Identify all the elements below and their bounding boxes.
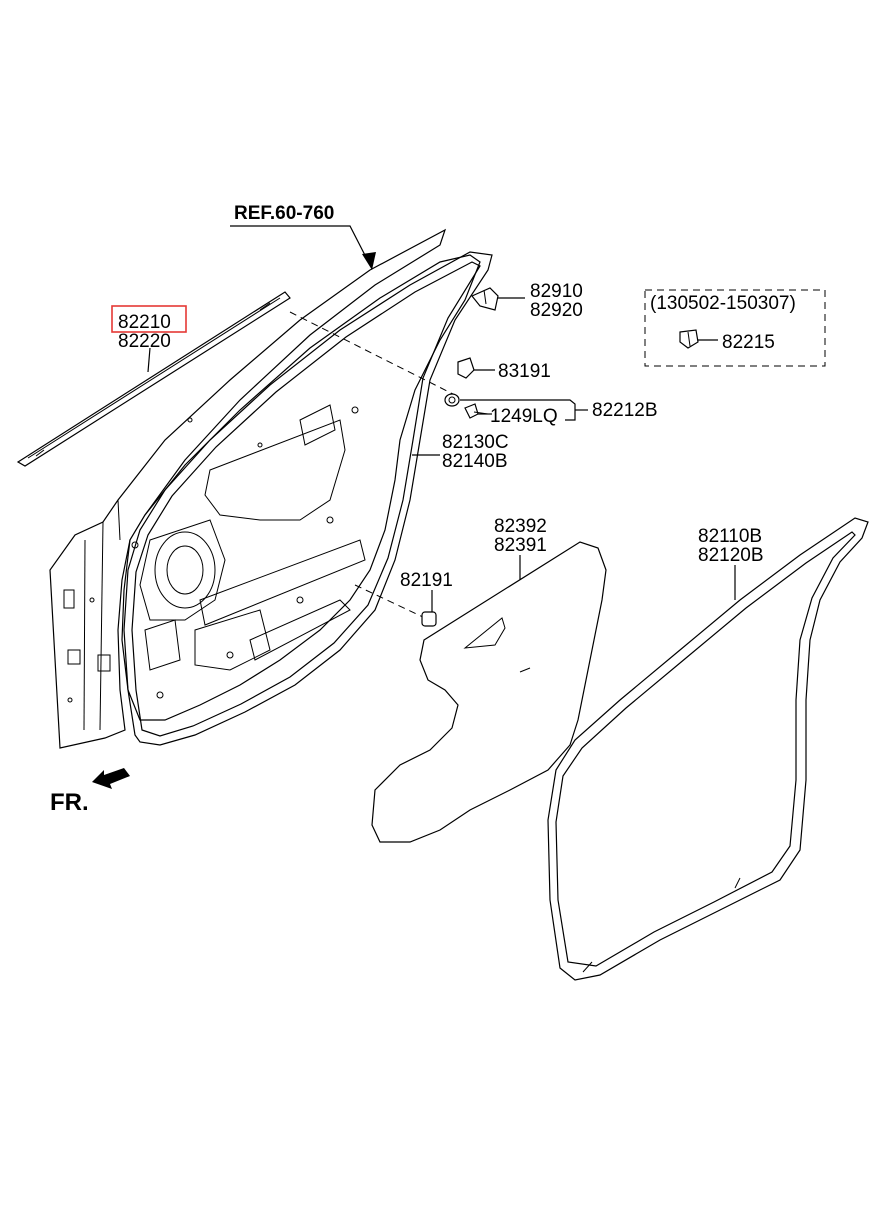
- belt-moulding-strip: [16, 291, 291, 467]
- part-number-82212B[interactable]: 82212B: [592, 400, 658, 421]
- highlight-box: [111, 305, 187, 333]
- door-inner-panel: [49, 228, 481, 749]
- part-number-82130C[interactable]: 82130C: [442, 432, 509, 453]
- clip-82191: [421, 611, 437, 627]
- door-side-weatherstrip: [123, 251, 493, 746]
- part-number-82910[interactable]: 82910: [530, 281, 583, 302]
- part-number-82391[interactable]: 82391: [494, 535, 547, 556]
- clip-83191: [457, 357, 475, 379]
- date-range-label: (130502-150307): [650, 293, 796, 314]
- leader-lines: [147, 225, 736, 612]
- body-weatherstrip: [547, 517, 869, 981]
- leader-dashes: [289, 311, 456, 619]
- part-number-82392[interactable]: 82392: [494, 516, 547, 537]
- part-number-82215[interactable]: 82215: [722, 332, 775, 353]
- part-number-1249LQ[interactable]: 1249LQ: [490, 406, 558, 427]
- grommet-82212B: [444, 393, 460, 407]
- part-number-82220[interactable]: 82220: [118, 331, 171, 352]
- clip-82215: [679, 329, 699, 349]
- sealing-cover: [371, 541, 607, 843]
- front-arrow-icon: [92, 768, 130, 789]
- ref-label: REF.60-760: [234, 203, 334, 224]
- part-number-82210[interactable]: 82210: [118, 312, 171, 333]
- part-number-82920[interactable]: 82920: [530, 300, 583, 321]
- screw-1249LQ: [464, 403, 489, 419]
- front-label: FR.: [50, 789, 89, 816]
- part-number-82191[interactable]: 82191: [400, 570, 453, 591]
- date-range-box: [644, 289, 826, 367]
- part-number-82120B[interactable]: 82120B: [698, 545, 764, 566]
- part-number-82110B[interactable]: 82110B: [698, 526, 762, 547]
- part-number-82140B[interactable]: 82140B: [442, 451, 508, 472]
- bracket-82910: [471, 287, 499, 311]
- part-number-83191[interactable]: 83191: [498, 361, 551, 382]
